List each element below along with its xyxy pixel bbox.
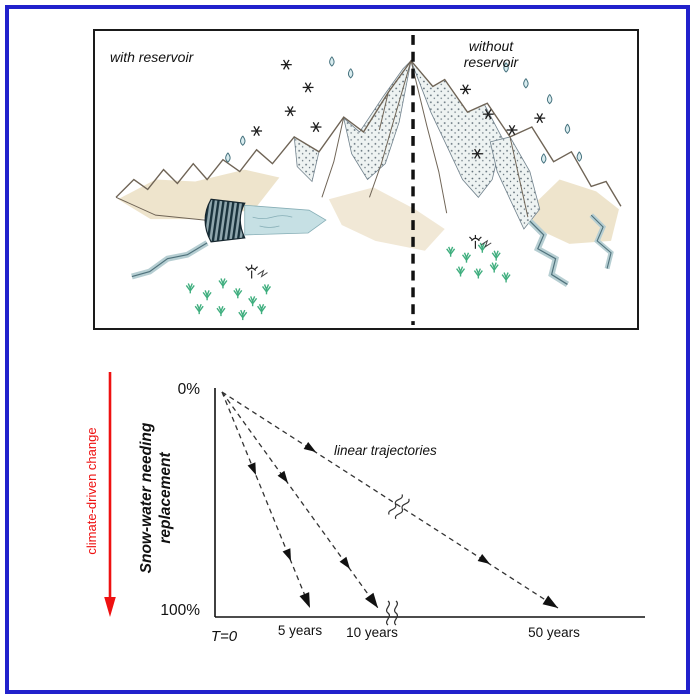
mountain-illustration (115, 34, 622, 326)
y-axis-bottom-label: 100% (160, 602, 200, 619)
x-tick-5-years: 5 years (277, 623, 323, 638)
x-tick-50-years: 50 years (528, 625, 580, 640)
x-origin-label: T=0 (210, 628, 238, 645)
y-axis-title: Snow-water needing replacement (137, 403, 177, 593)
x-tick-10-years: 10 years (346, 625, 398, 640)
chart-axes (214, 388, 645, 618)
dam-icon (204, 198, 246, 243)
y-axis-title-line1: Snow-water needing (138, 422, 155, 574)
without-line2: reservoir (463, 54, 519, 70)
y-axis-title-line2: replacement (157, 452, 174, 544)
trajectory-lines (221, 391, 559, 609)
stream-right (527, 218, 570, 287)
vegetation-cluster-right (445, 242, 511, 284)
with-reservoir-label: with reservoir (110, 49, 194, 65)
stream-far-right (589, 213, 614, 270)
trajectory-10yr (221, 391, 379, 609)
break-squiggle-trajectory (388, 494, 410, 520)
trajectory-chart (104, 372, 645, 626)
linear-trajectories-annotation: linear trajectories (334, 443, 437, 458)
mountain-outline (115, 59, 622, 221)
trajectory-50yr (221, 391, 559, 609)
y-axis-top-label: 0% (177, 381, 200, 398)
mountain-tan-wash (118, 169, 619, 251)
trajectory-arrowheads (247, 441, 558, 608)
without-reservoir-label: without reservoir (447, 38, 535, 70)
climate-driven-change-label: climate-driven change (84, 427, 99, 555)
vegetation-cluster-left (185, 277, 272, 321)
mountain-illustration-panel (93, 29, 639, 330)
climate-red-arrow (104, 372, 116, 617)
without-line1: without (468, 38, 514, 54)
break-squiggle-axis (385, 600, 399, 626)
stream-left (131, 240, 209, 280)
trajectory-5yr (221, 391, 311, 609)
reservoir-water (244, 204, 327, 236)
sprinkler-figure-icons (245, 234, 492, 280)
